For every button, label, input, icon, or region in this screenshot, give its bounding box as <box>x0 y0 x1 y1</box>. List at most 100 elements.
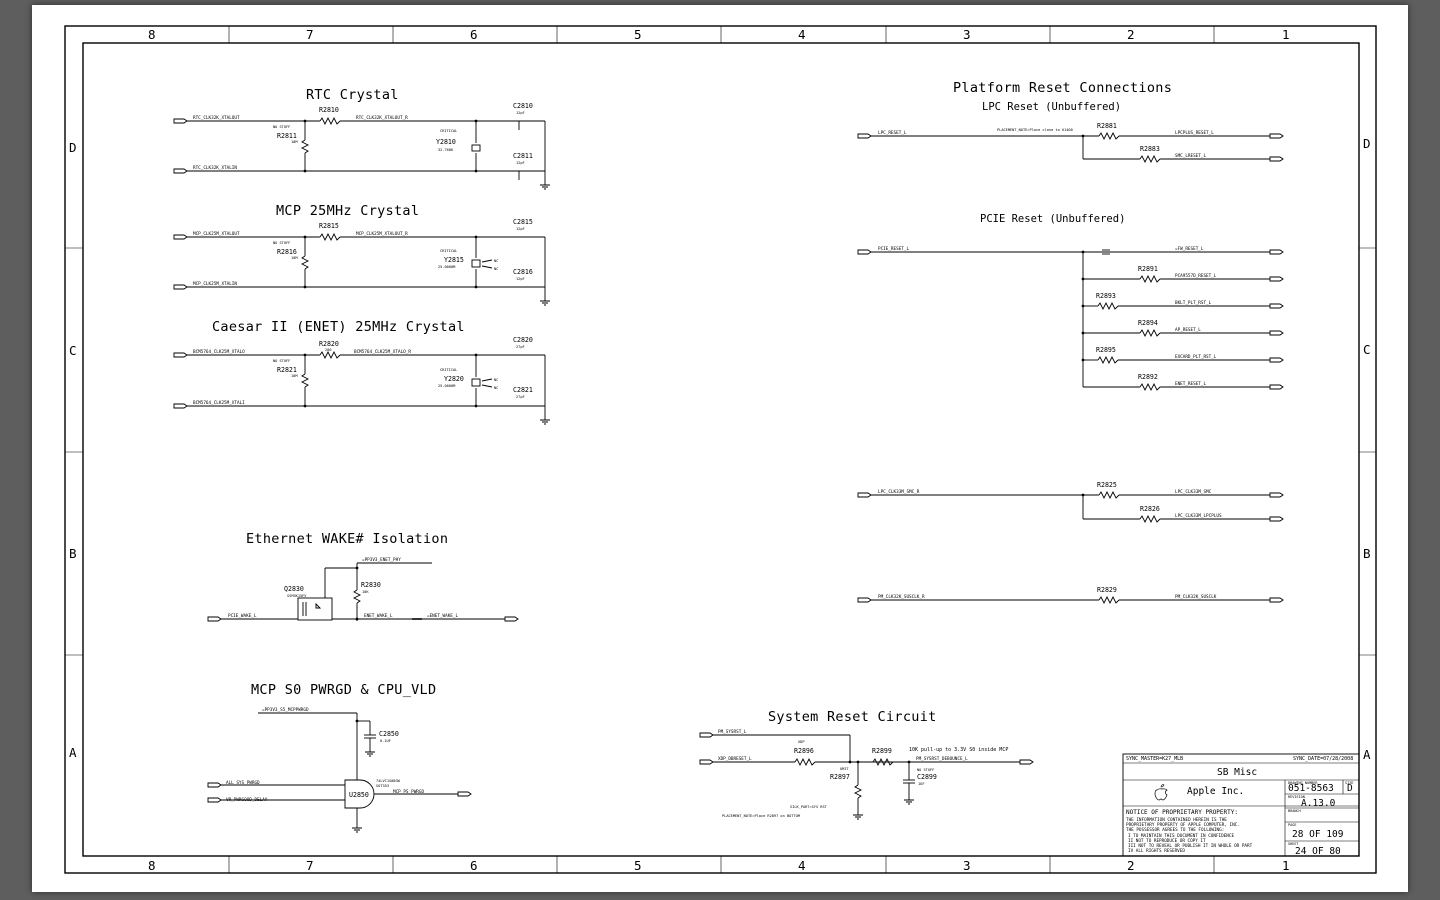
component-value: 12pF <box>516 227 525 231</box>
net-label: LPC_CLK33M_LPCPLUS <box>1175 513 1222 519</box>
placement-note: PLACEMENT_NOTE=Place close to U1400 <box>997 128 1073 132</box>
ref-designator: R2820 <box>319 340 339 348</box>
page-label: PAGE <box>1288 823 1296 827</box>
component-note: NO STUFF <box>273 241 290 245</box>
notice-line: II NOT TO REPRODUCE OR COPY IT <box>1128 838 1206 844</box>
ref-designator: R2881 <box>1097 122 1117 130</box>
component-value: 27pF <box>516 345 525 349</box>
component-note: CRITICAL <box>440 249 457 253</box>
component-note: NO STUFF <box>273 125 290 129</box>
zone-col-6: 6 <box>470 858 478 873</box>
ref-designator: C2810 <box>513 102 533 110</box>
ref-designator: R2830 <box>361 581 381 589</box>
net-label: =PP3V3_S5_MCPPWRGD <box>262 707 309 713</box>
net-label: BCM5764_CLK25M_XTALO_R <box>354 349 411 355</box>
net-label: PM_CLK32K_SUSCLK_R <box>878 594 925 600</box>
net-label: PM_SYSRST_L <box>718 729 747 735</box>
caesar-crystal-section: Caesar II (ENET) 25MHz Crystal NC NC BCM… <box>173 319 550 425</box>
subsection-title: LPC Reset (Unbuffered) <box>982 101 1121 113</box>
component-note: 10K pull-up to 3.3V S0 inside MCP <box>909 747 1008 753</box>
sync-master: SYNC_MASTER=K27_MLB <box>1126 756 1183 762</box>
drawing-number-label: DRAWING NUMBER <box>1288 781 1318 785</box>
zone-labels-bottom: 8 7 6 5 4 3 2 1 <box>148 858 1290 873</box>
component-value: 200 <box>325 348 332 352</box>
net-label: XDP_DBRESET_L <box>718 756 752 762</box>
section-title: System Reset Circuit <box>768 709 937 725</box>
ref-designator: R2816 <box>277 248 297 256</box>
ref-designator: R2891 <box>1138 265 1158 273</box>
ref-designator: R2895 <box>1096 346 1116 354</box>
zone-row-d: D <box>1363 136 1371 151</box>
ref-designator: R2883 <box>1140 145 1160 153</box>
component-value: 74LVC1G08GW <box>376 779 401 783</box>
net-label: PCIE_WAKE_L <box>228 613 257 619</box>
zone-col-8: 8 <box>148 858 156 873</box>
net-label: PM_CLK32K_SUSCLK <box>1175 594 1217 600</box>
schematic-drawing: 8 7 6 5 4 3 2 1 8 7 6 5 4 3 2 1 D C B A … <box>64 25 1377 874</box>
ref-designator: Q2830 <box>284 585 304 593</box>
zone-row-b: B <box>69 546 77 561</box>
no-connect-label: NC <box>494 386 498 390</box>
ref-designator: Y2810 <box>436 138 456 146</box>
ref-designator: R2899 <box>872 747 892 755</box>
ref-designator: R2893 <box>1096 292 1116 300</box>
net-label: ENET_RESET_L <box>1175 381 1206 387</box>
system-reset-section: System Reset Circuit PM_SYSRST_L XDP_DBR… <box>699 709 1034 820</box>
ref-designator: Y2815 <box>444 256 464 264</box>
net-label: MCP_CLK25M_XTALIN <box>193 281 237 287</box>
zone-col-7: 7 <box>306 858 314 873</box>
ref-designator: C2899 <box>917 773 937 781</box>
component-value: 10M <box>291 374 298 378</box>
zone-col-5: 5 <box>634 27 642 42</box>
revision: A.13.0 <box>1301 798 1336 809</box>
ref-designator: C2815 <box>513 218 533 226</box>
page-title: SB Misc <box>1217 767 1257 778</box>
zone-row-d: D <box>69 140 77 155</box>
zone-row-c: C <box>1363 342 1371 357</box>
net-label: BKLT_PLT_RST_L <box>1175 300 1212 306</box>
section-title: MCP 25MHz Crystal <box>276 203 419 219</box>
apple-logo-icon <box>1154 784 1168 801</box>
component-value: SOT353 <box>376 784 389 788</box>
net-label: ENET_WAKE_L <box>364 613 393 619</box>
net-label: MCP_PS_PWRGD <box>393 789 424 795</box>
zone-col-3: 3 <box>963 27 971 42</box>
component-value: 25.0000M <box>438 265 456 269</box>
zone-row-b: B <box>1363 546 1371 561</box>
notice-line: THE INFORMATION CONTAINED HEREIN IS THE <box>1126 817 1227 823</box>
schematic-page[interactable]: 8 7 6 5 4 3 2 1 8 7 6 5 4 3 2 1 D C B A … <box>32 5 1408 892</box>
ref-designator: C2850 <box>379 730 399 738</box>
net-label: =PP3V3_ENET_PHY <box>362 557 401 563</box>
component-note: CRITICAL <box>440 368 457 372</box>
mcp-crystal-section: MCP 25MHz Crystal NC NC MCP_CLK25M_XTALO… <box>173 203 550 306</box>
component-note: SILK_PART=SYS RST <box>790 805 828 809</box>
section-title: RTC Crystal <box>306 87 399 103</box>
component-value: SSM3K15FV <box>287 594 307 598</box>
section-title: Ethernet WAKE# Isolation <box>246 531 448 547</box>
sheet-number: 24 OF 80 <box>1295 846 1341 857</box>
section-title: MCP S0 PWRGD & CPU_VLD <box>251 682 436 698</box>
zone-col-4: 4 <box>798 858 806 873</box>
ref-designator: U2850 <box>349 791 369 799</box>
zone-row-a: A <box>1363 747 1371 762</box>
zone-col-1: 1 <box>1282 27 1290 42</box>
zone-col-3: 3 <box>963 858 971 873</box>
ref-designator: R2892 <box>1138 373 1158 381</box>
component-value: 12pF <box>516 161 525 165</box>
ref-designator: R2897 <box>830 773 850 781</box>
rtc-crystal-section: RTC Crystal RTC_CLK32K_XTALOUT RTC_CLK32… <box>173 87 550 190</box>
component-note: OMIT <box>840 767 849 771</box>
zone-col-2: 2 <box>1127 858 1135 873</box>
notice-line: THE POSSESSOR AGREES TO THE FOLLOWING: <box>1126 827 1224 833</box>
zone-row-c: C <box>69 343 77 358</box>
net-label: BCM5764_CLK25M_XTALO <box>193 349 245 355</box>
net-label: RTC_CLK32K_XTALIN <box>193 165 237 171</box>
zone-row-a: A <box>69 745 77 760</box>
ref-designator: R2826 <box>1140 505 1160 513</box>
no-connect-label: NC <box>494 259 498 263</box>
notice-line: I TO MAINTAIN THIS DOCUMENT IN CONFIDENC… <box>1128 833 1234 839</box>
net-label: BCM5764_CLK25M_XTALI <box>193 400 245 406</box>
component-value: 12pF <box>516 111 525 115</box>
ref-designator: R2896 <box>794 747 814 755</box>
component-value: 10K <box>362 590 369 594</box>
